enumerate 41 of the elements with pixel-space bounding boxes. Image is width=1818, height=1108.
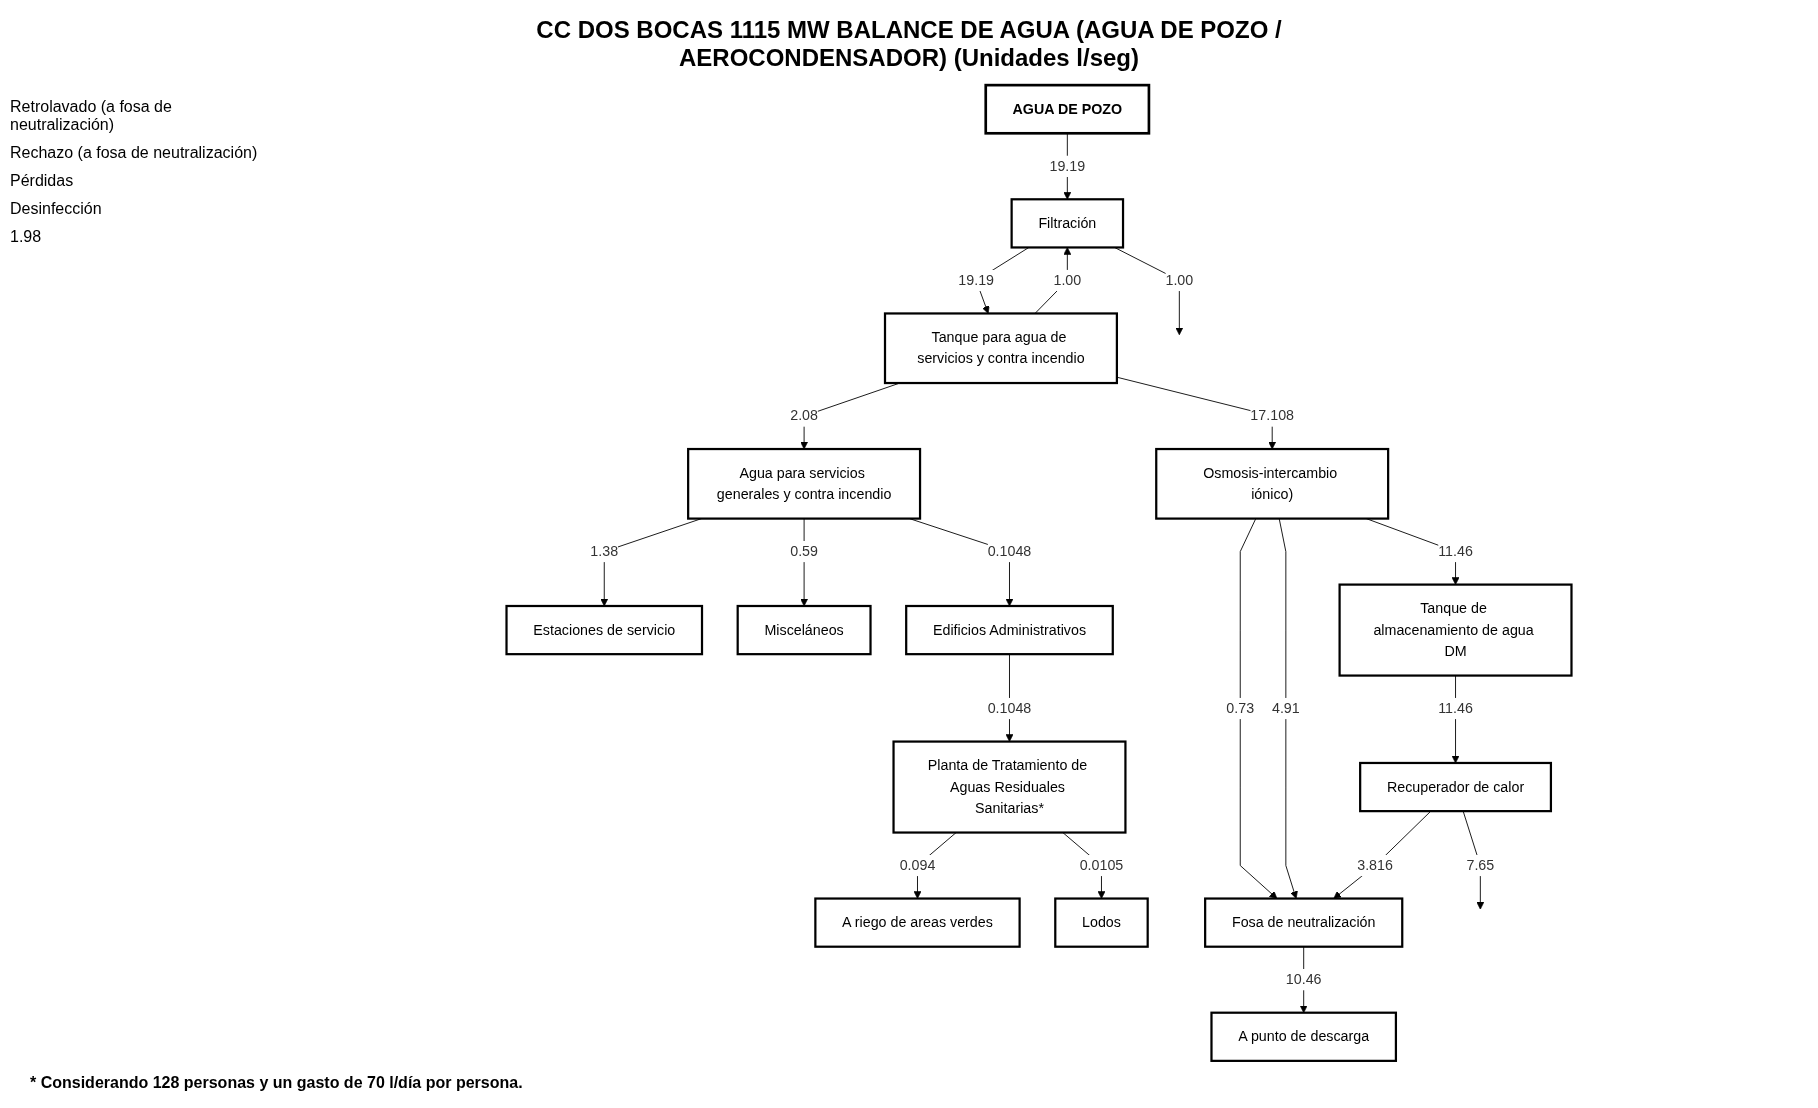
edge-label: 0.1048 [987,700,1032,716]
node-box: AGUA DE POZO [984,83,1151,135]
flow-note: Pérdidas [10,172,75,190]
node-box: Tanque de almacenamiento de agua DM [1338,583,1573,677]
edge-label: 10.46 [1285,971,1322,987]
edge-label: 11.46 [1438,700,1473,716]
edge-label: 0.0105 [1079,857,1124,873]
edge-label: 3.816 [1357,857,1393,873]
node-box: Planta de Tratamiento de Aguas Residuales Sanitarias* [892,740,1127,834]
edge-label: 2.08 [790,408,818,424]
edge-label: 7.65 [1466,857,1495,873]
edge-label: 1.00 [1053,272,1082,288]
flow-note: Rechazo (a fosa de neutralización) [10,144,259,162]
node-box: A riego de areas verdes [814,897,1021,948]
edge-label: 19.19 [958,272,995,288]
node-box: Filtración [1010,198,1125,249]
edge-label: 1.00 [1165,272,1194,288]
edge-label: 11.46 [1438,543,1473,559]
edge-label: 17.108 [1250,408,1295,424]
diagram-title: CC DOS BOCAS 1115 MW BALANCE DE AGUA (AGUA DE POZO / AEROCONDENSADOR) (Unidades l/seg) [535,16,1283,72]
edge-label: 0.1048 [987,543,1032,559]
footnote: * Considerando 128 personas y un gasto de 70 l/día por persona. [30,1074,523,1092]
flow-note: Retrolavado (a fosa de neutralización) [10,98,173,134]
node-box: Tanque para agua de servicios y contra incendio [883,312,1118,385]
node-box: Lodos [1054,897,1149,948]
edge-label: 0.73 [1226,700,1255,716]
edge-label: 19.19 [1049,158,1086,174]
node-box: A punto de descarga [1210,1011,1398,1062]
node-box: Osmosis-intercambio iónico) [1155,447,1390,520]
node-box: Recuperador de calor [1359,761,1553,813]
node-box: Estaciones de servicio [505,604,704,656]
edge-label: 0.59 [790,543,818,559]
edge-label: 4.91 [1271,700,1300,716]
node-box: Misceláneos [736,604,872,656]
node-box: Fosa de neutralización [1204,897,1404,948]
node-box: Edificios Administrativos [905,604,1114,656]
edge-label: 1.38 [590,543,619,559]
node-box: Agua para servicios generales y contra incendio [687,447,922,520]
edge-label: 0.094 [899,857,936,873]
flow-note: 1.98 [10,228,43,246]
flow-note: Desinfección [10,200,103,218]
